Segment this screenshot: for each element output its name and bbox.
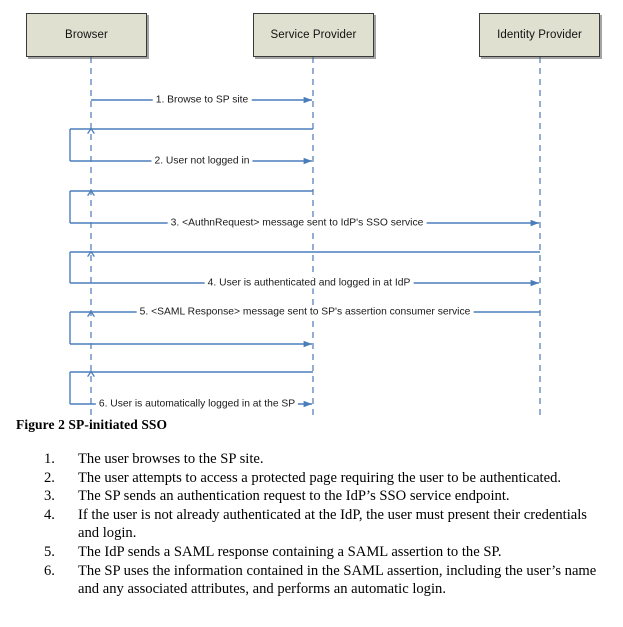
figure-caption: Figure 2 SP-initiated SSO xyxy=(16,417,168,432)
participant-box-browser[interactable]: Browser xyxy=(26,13,147,57)
participant-box-identity_provider[interactable]: Identity Provider xyxy=(479,13,600,57)
diagram-canvas xyxy=(69,57,541,415)
step-item-4: If the user is not already authenticated… xyxy=(44,506,587,542)
steps-ordered-list: The user browses to the SP site.The user… xyxy=(44,450,604,599)
message-label-1: 1. Browse to SP site xyxy=(152,94,252,106)
participant-label-service_provider: Service Provider xyxy=(270,29,357,41)
lifelines-group xyxy=(90,57,541,415)
step-item-3: The SP sends an authentication request t… xyxy=(44,487,510,505)
messages-group xyxy=(69,96,540,408)
participant-label-browser: Browser xyxy=(65,29,108,41)
message-label-2: 2. User not logged in xyxy=(151,155,253,167)
participant-box-service_provider[interactable]: Service Provider xyxy=(253,13,374,57)
message-label-6: 6. User is automatically logged in at th… xyxy=(95,398,299,410)
participant-label-identity_provider: Identity Provider xyxy=(497,29,582,41)
message-label-4: 4. User is authenticated and logged in a… xyxy=(204,277,414,289)
sequence-diagram: Browser Service Provider Identity Provider… xyxy=(26,13,600,415)
step-item-5: The IdP sends a SAML response containing… xyxy=(44,543,502,561)
step-item-2: The user attempts to access a protected … xyxy=(44,469,562,487)
message-label-5: 5. <SAML Response> message sent to SP's … xyxy=(136,306,474,318)
message-label-3: 3. <AuthnRequest> message sent to IdP's … xyxy=(167,217,427,229)
step-item-6: The SP uses the information contained in… xyxy=(44,562,597,598)
step-item-1: The user browses to the SP site. xyxy=(44,450,264,468)
steps-list: The user browses to the SP site.The user… xyxy=(44,450,604,599)
